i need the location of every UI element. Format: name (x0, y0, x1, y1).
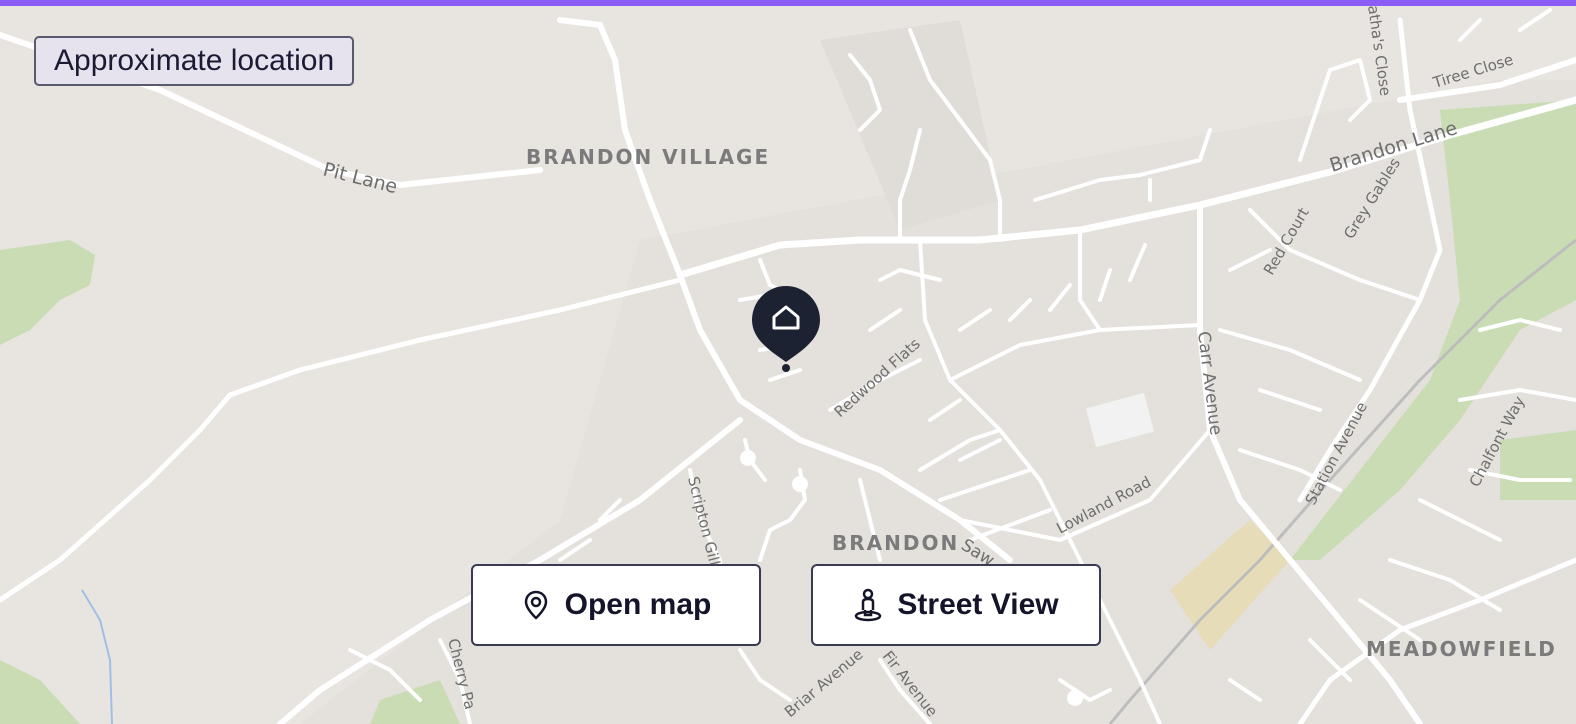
building (1085, 392, 1155, 448)
cul-de-sacs (740, 450, 1083, 706)
approximate-location-badge: Approximate location (34, 36, 355, 86)
place-label: BRANDON (832, 531, 959, 555)
open-map-button[interactable]: Open map (471, 564, 761, 646)
location-pin-icon (524, 590, 547, 620)
street-view-label: Street View (897, 588, 1059, 621)
marker-pin (752, 286, 820, 362)
marker-point (782, 364, 790, 372)
place-label: MEADOWFIELD (1366, 637, 1557, 661)
approximate-location-label: Approximate location (54, 44, 335, 77)
place-label: BRANDON VILLAGE (526, 145, 770, 169)
accent-top-bar (0, 0, 1576, 6)
home-icon (772, 305, 800, 330)
property-marker[interactable] (752, 286, 820, 372)
stream (81, 589, 113, 724)
street-view-button[interactable]: Street View (811, 564, 1101, 646)
green-spaces (0, 100, 1576, 724)
place-labels: BRANDON VILLAGE BRANDON MEADOWFIELD (526, 145, 1557, 661)
sports-field (1170, 520, 1290, 650)
open-map-label: Open map (564, 588, 712, 621)
pegman-icon (855, 588, 882, 622)
